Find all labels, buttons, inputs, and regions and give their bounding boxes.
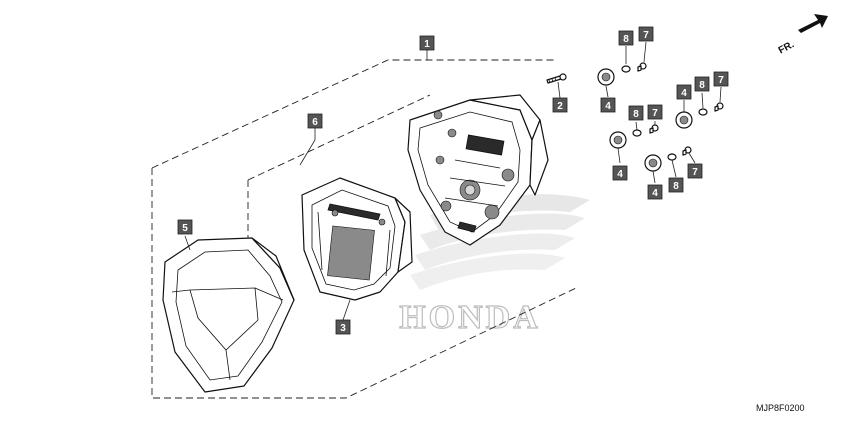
svg-text:8: 8 — [699, 80, 705, 91]
svg-text:7: 7 — [643, 30, 649, 41]
assembly-6-boundary — [247, 94, 431, 240]
svg-text:7: 7 — [652, 108, 658, 119]
svg-text:6: 6 — [312, 117, 318, 128]
grommet-set-a — [597, 62, 647, 86]
callout-8d: 8 — [668, 177, 684, 193]
callout-1: 1 — [419, 35, 435, 51]
grommet-set-b — [675, 102, 724, 129]
callout-7d: 7 — [687, 163, 703, 179]
diagram-code: MJP8F0200 — [756, 403, 805, 413]
callout-8c: 8 — [628, 105, 644, 121]
part-meter-cover — [162, 237, 295, 393]
callout-7a: 7 — [638, 26, 654, 42]
callout-4c: 4 — [612, 165, 628, 181]
callout-6: 6 — [307, 113, 323, 129]
callout-8b: 8 — [694, 76, 710, 92]
front-label: FR. — [777, 39, 797, 56]
svg-text:8: 8 — [673, 181, 679, 192]
svg-text:3: 3 — [340, 323, 346, 334]
callout-5: 5 — [177, 219, 193, 235]
callout-7b: 7 — [713, 71, 729, 87]
front-direction-indicator: FR. — [777, 14, 828, 57]
leader-lines — [184, 41, 722, 321]
grommet-set-d — [644, 146, 692, 172]
front-arrow-icon — [798, 14, 828, 33]
honda-watermark-text: HONDA — [399, 299, 541, 336]
callout-7c: 7 — [647, 104, 663, 120]
svg-text:7: 7 — [718, 75, 724, 86]
svg-text:4: 4 — [617, 169, 623, 180]
part-screw-2 — [546, 73, 567, 84]
svg-text:7: 7 — [692, 167, 698, 178]
svg-text:4: 4 — [652, 188, 658, 199]
svg-text:4: 4 — [681, 88, 687, 99]
svg-text:8: 8 — [623, 34, 629, 45]
svg-text:2: 2 — [557, 101, 563, 112]
callout-4d: 4 — [647, 184, 663, 200]
svg-text:5: 5 — [182, 223, 188, 234]
callout-3: 3 — [335, 319, 351, 335]
svg-text:8: 8 — [633, 109, 639, 120]
assembly-1-boundary — [151, 59, 577, 399]
grommet-set-c — [609, 124, 659, 149]
callout-8a: 8 — [618, 30, 634, 46]
callout-4b: 4 — [676, 84, 692, 100]
callout-2: 2 — [552, 97, 568, 113]
svg-text:4: 4 — [605, 101, 611, 112]
svg-text:1: 1 — [424, 39, 430, 50]
part-instrument-board — [301, 177, 413, 301]
callout-4a: 4 — [600, 97, 616, 113]
part-meter-case — [407, 94, 549, 246]
